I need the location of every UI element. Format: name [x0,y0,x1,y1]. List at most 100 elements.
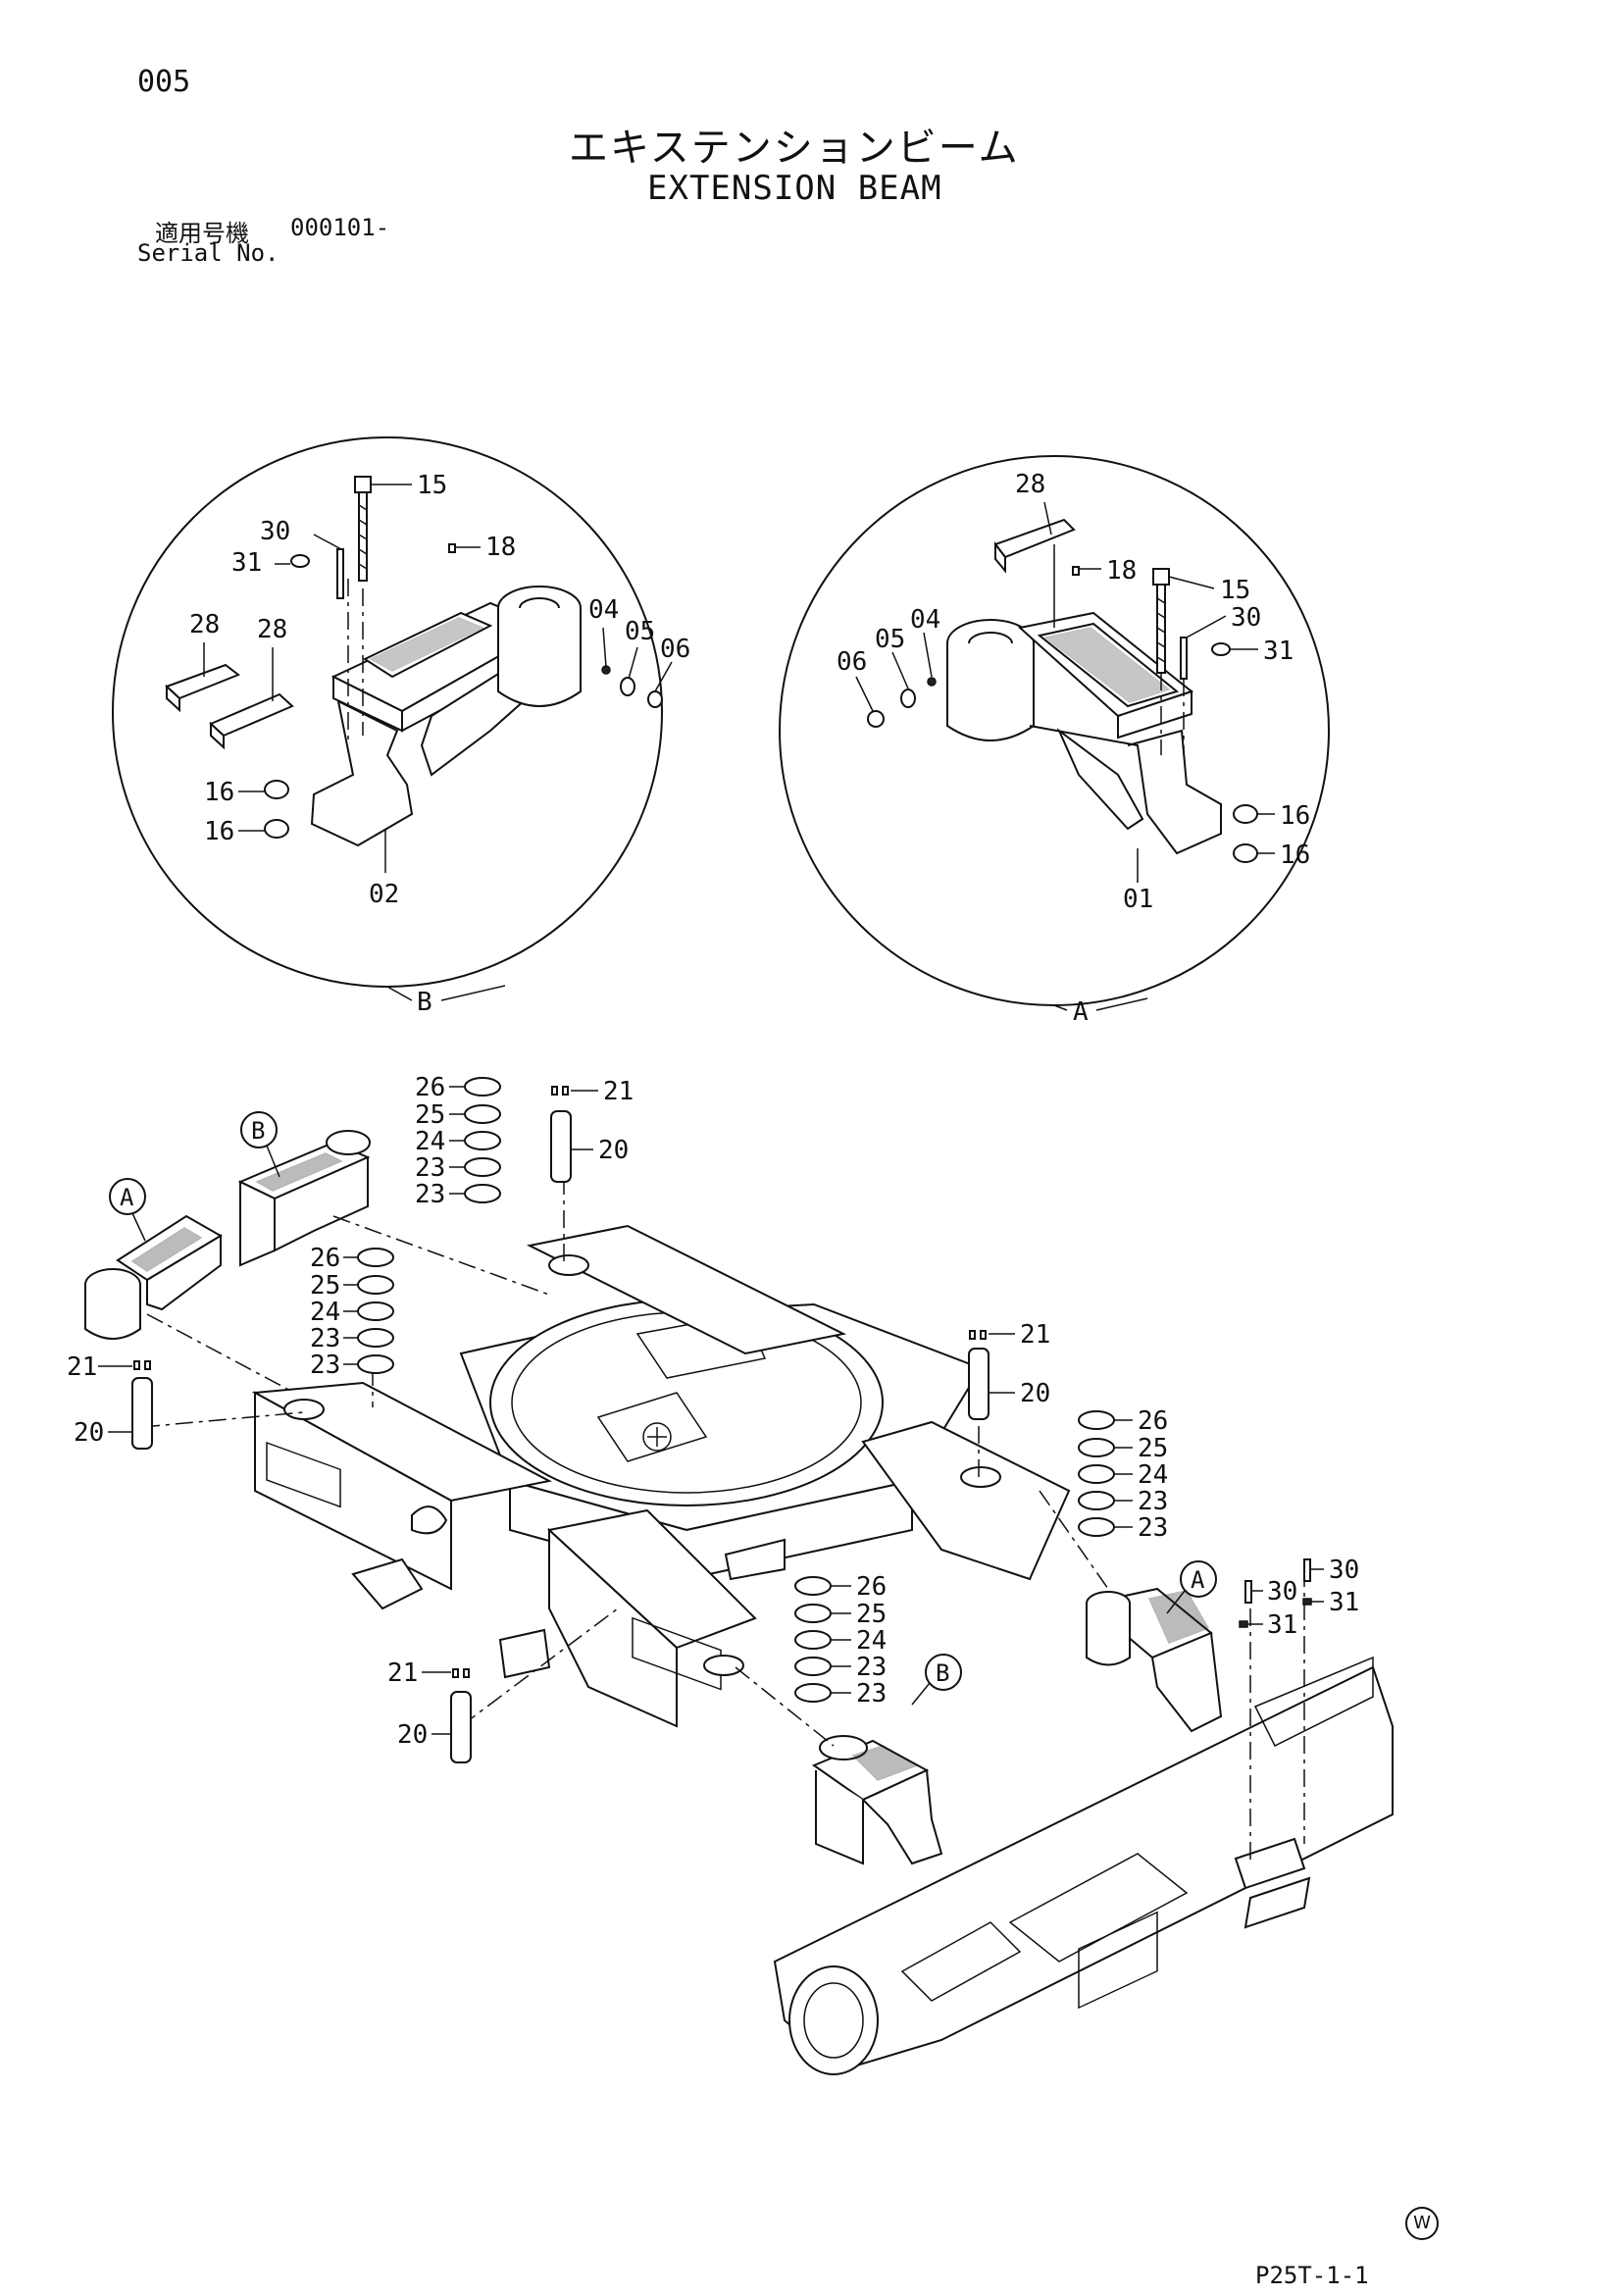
label-left-20: 20 [74,1418,104,1448]
label-right-30b: 30 [1329,1556,1359,1585]
label-a-15: 15 [1220,576,1250,605]
label-top-21: 21 [603,1077,634,1106]
screw-18-a [1072,566,1080,576]
label-b-31: 31 [231,548,262,578]
pin-20-bottom [450,1668,472,1763]
label-right-30a: 30 [1267,1577,1297,1607]
label-right-23b: 23 [1138,1513,1168,1543]
label-top-23b: 23 [415,1180,445,1209]
callout-a-left-circle [109,1178,146,1215]
pin-20-top [550,1086,572,1183]
label-b-18: 18 [485,533,516,562]
bolt-15-b [354,476,372,582]
label-right-21: 21 [1020,1320,1050,1350]
page-reference: P25T-1-1 [1255,2262,1369,2289]
nut-16-b1 [264,780,289,799]
label-bottom-25: 25 [856,1600,887,1629]
nut-16-a1 [1233,804,1258,824]
label-a-06: 06 [837,647,867,677]
callout-a-right-circle [1180,1560,1217,1598]
label-bottom-24: 24 [856,1626,887,1656]
detail-view-b: B [112,436,690,1017]
label-b-02: 02 [369,880,399,909]
callout-b-bottom-circle [925,1654,962,1691]
label-top-23a: 23 [415,1153,445,1183]
nut-31-b [290,554,310,568]
shim-stack-right [1078,1410,1115,1537]
label-right-31b: 31 [1329,1588,1359,1617]
detail-callout-a: A [1073,997,1089,1027]
label-b-06: 06 [660,635,690,664]
label-right-24: 24 [1138,1460,1168,1490]
label-top-24: 24 [415,1127,445,1156]
nut-31-a [1211,642,1231,656]
spring-05-a [900,689,916,708]
track-frame [773,1656,1394,2075]
beam-b-bottom [811,1735,943,1865]
label-a-05: 05 [875,625,905,654]
label-b-30: 30 [260,517,290,546]
label-b-15: 15 [417,471,447,500]
pin-30-a [1180,637,1188,680]
plate-28-b [209,692,294,738]
plate-28-a-view [993,518,1076,559]
plate-28-a [165,663,241,700]
label-left-26: 26 [310,1244,340,1273]
nut-31-main-a [1239,1620,1248,1628]
label-left-24: 24 [310,1298,340,1327]
label-b-05: 05 [625,617,655,646]
label-right-20: 20 [1020,1379,1050,1408]
label-right-31a: 31 [1267,1610,1297,1640]
label-left-21: 21 [67,1352,97,1382]
center-frame [459,1299,983,1581]
serial-value: 000101- [290,214,390,241]
detail-callout-b: B [417,988,432,1017]
label-b-16a: 16 [204,778,234,807]
label-a-28: 28 [1015,470,1045,499]
shim-stack-bottom [794,1576,832,1703]
pin-30-main-b [1303,1558,1311,1582]
spring-05-b [620,677,635,696]
label-b-16b: 16 [204,817,234,846]
serial-label-japanese: 適用号機 [155,220,249,247]
socket-upper-left [526,1224,847,1355]
ball-04-b [601,665,611,675]
pin-20-right [968,1330,990,1420]
idler-wheel [788,1965,879,2075]
bolt-15-a [1152,568,1170,674]
label-b-28b: 28 [257,615,287,644]
label-a-01: 01 [1123,885,1153,914]
label-top-20: 20 [598,1136,629,1165]
label-top-25: 25 [415,1100,445,1130]
label-left-25: 25 [310,1271,340,1301]
plug-06-b [647,690,663,708]
label-left-23b: 23 [310,1351,340,1380]
callout-a-left: A [120,1184,134,1211]
title-english: EXTENSION BEAM [647,169,942,208]
shim-stack-top [464,1077,501,1203]
label-right-23a: 23 [1138,1487,1168,1516]
pin-20-left [131,1360,153,1450]
label-a-18: 18 [1106,556,1137,586]
label-b-04: 04 [588,595,619,625]
extension-beam-02 [310,586,582,847]
beam-b-top [237,1130,371,1267]
screw-18-b [448,543,456,553]
socket-right [861,1420,1071,1581]
shim-stack-left [357,1248,394,1374]
label-a-30: 30 [1231,603,1261,633]
label-right-26: 26 [1138,1406,1168,1436]
callout-b-top: B [251,1117,265,1145]
main-assembly-view: B A A B [67,1073,1394,2075]
label-a-31: 31 [1263,637,1294,666]
beam-a-right [1086,1587,1223,1733]
callout-b-top-circle [240,1111,278,1148]
label-bottom-23b: 23 [856,1679,887,1709]
label-bottom-21: 21 [387,1658,418,1688]
title-japanese: エキステンションビーム [569,126,1020,171]
pin-30-b [336,548,344,599]
label-left-23a: 23 [310,1324,340,1353]
pin-30-main-a [1244,1580,1252,1604]
label-bottom-26: 26 [856,1572,887,1602]
